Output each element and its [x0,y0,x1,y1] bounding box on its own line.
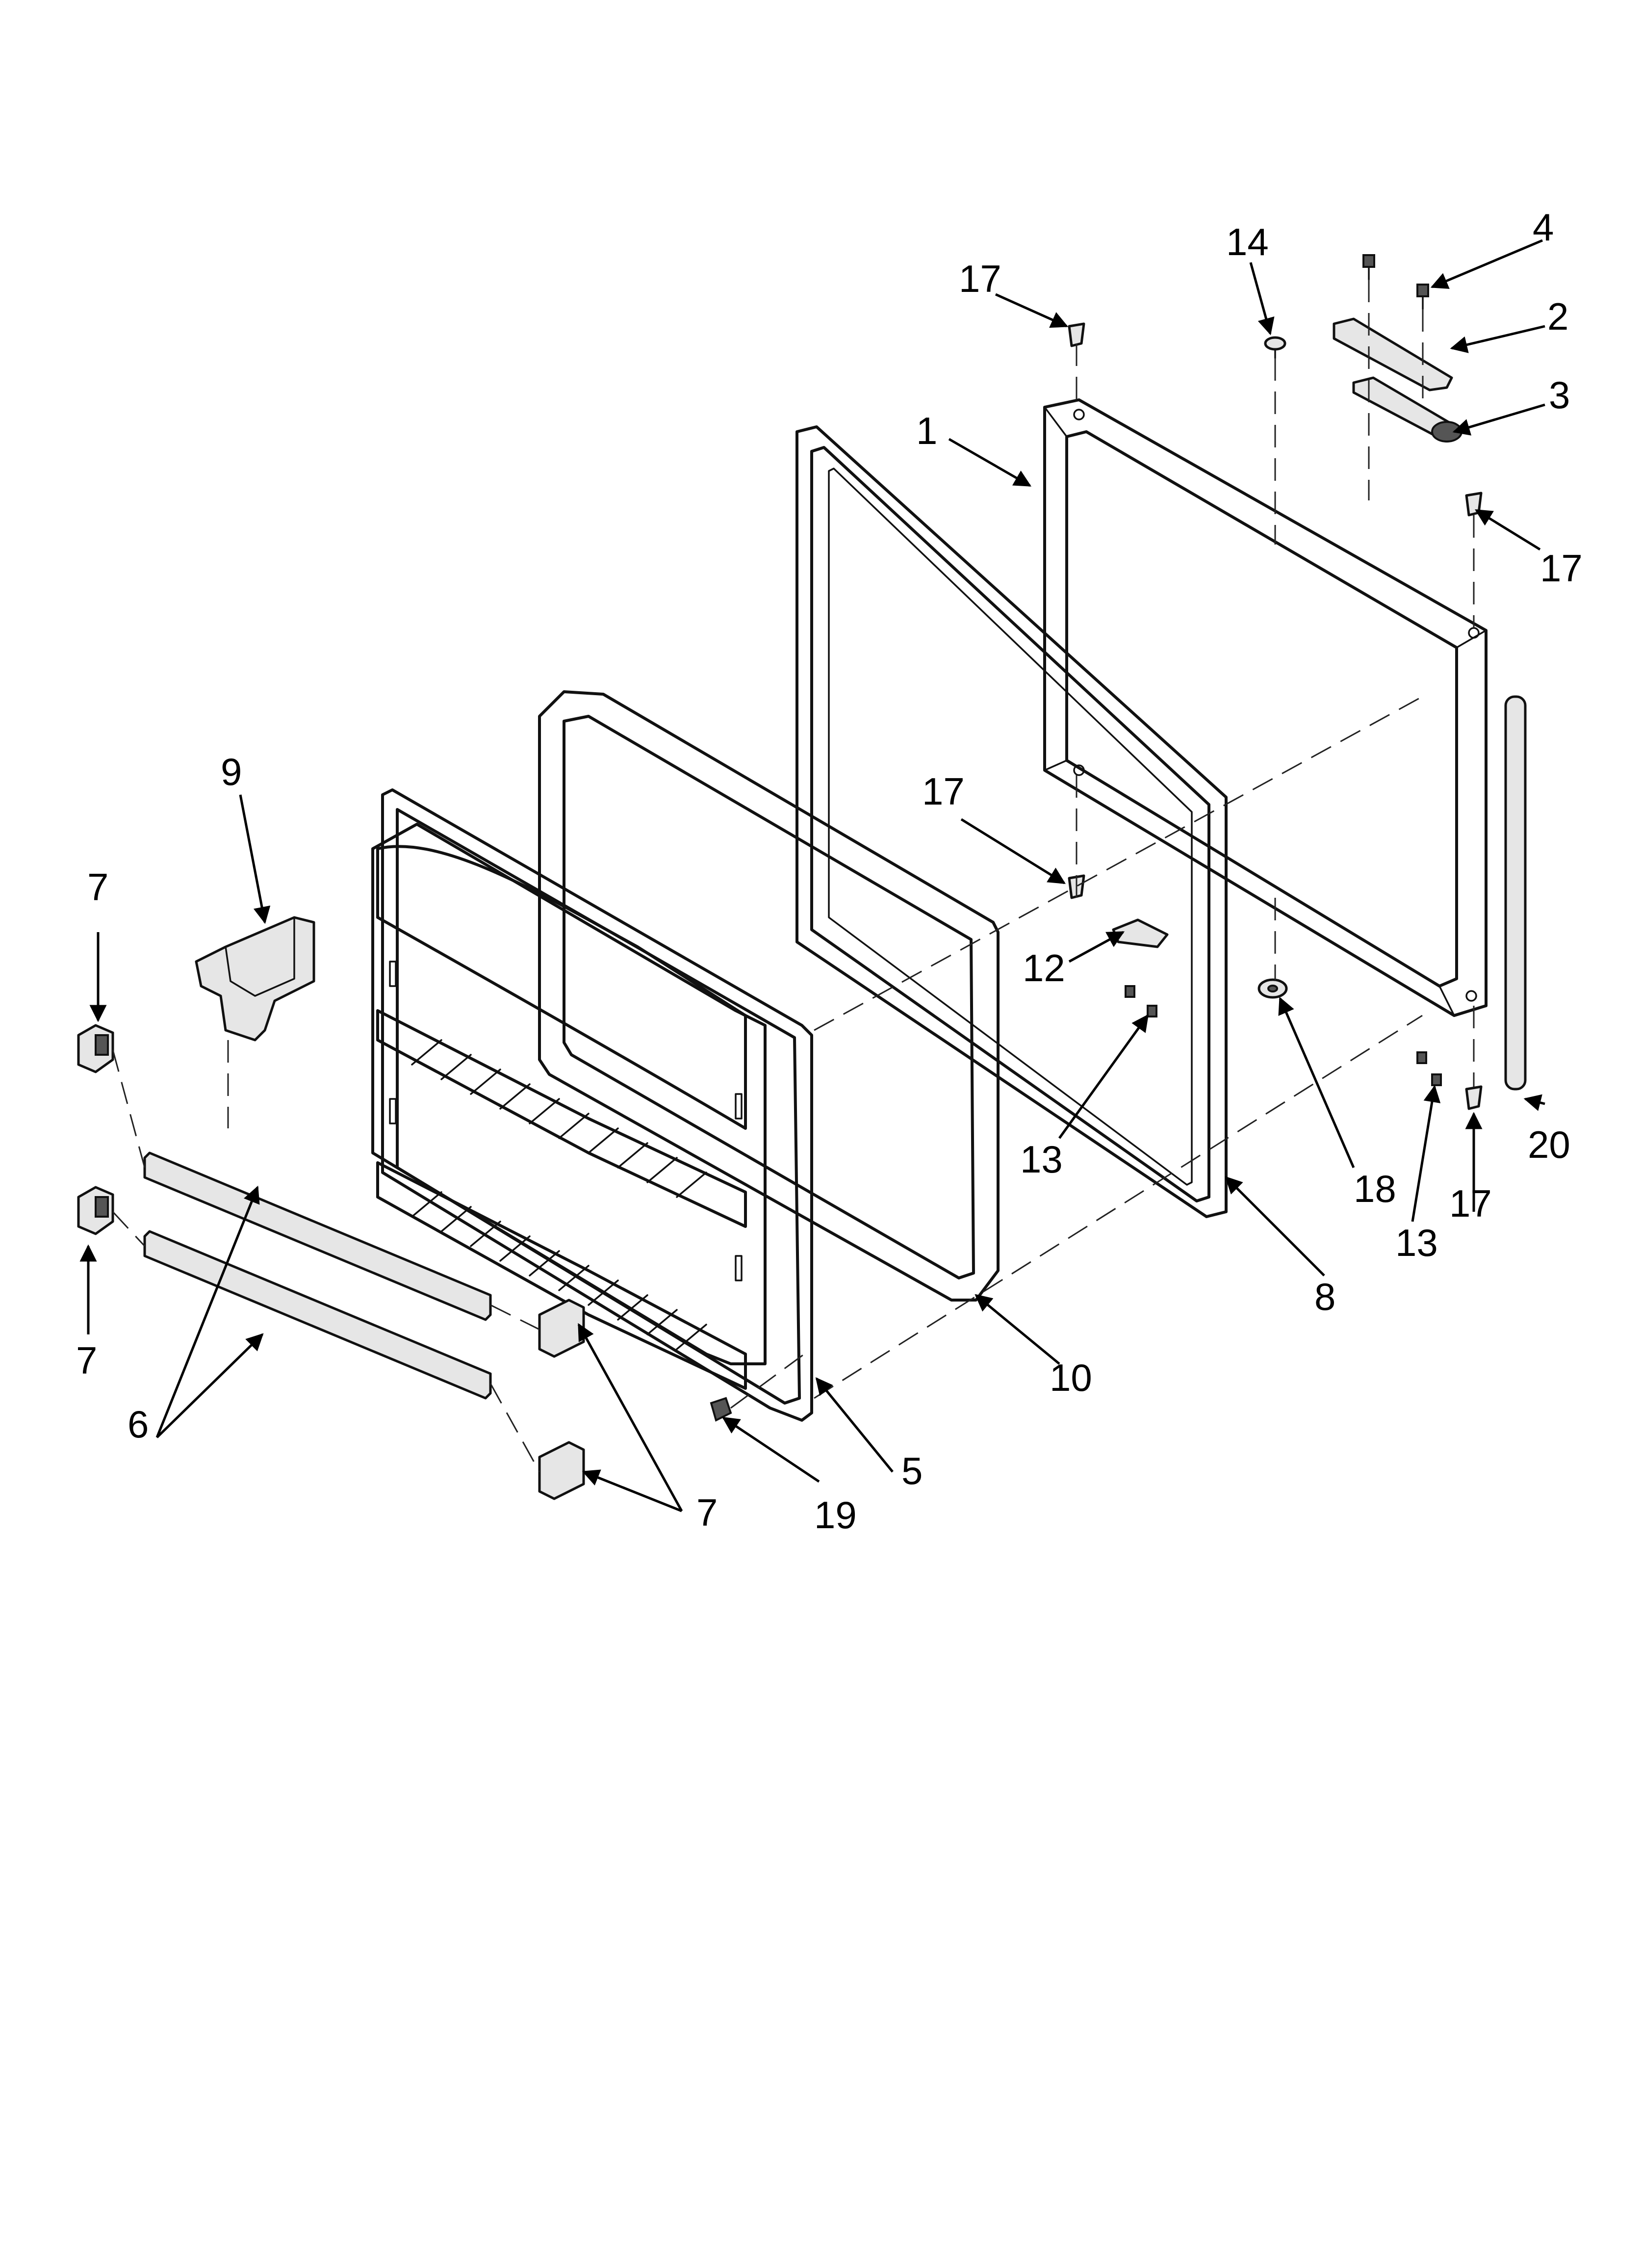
callout-6: 6 [128,1403,149,1446]
leader-lines [79,239,1545,1512]
end-cap-part-7-right-lower [538,1441,585,1500]
callout-7c: 7 [696,1491,718,1534]
fastener-part-14 [1264,336,1286,359]
fastener-part-17-top [1068,322,1085,347]
callout-17c: 17 [922,770,965,813]
callout-8: 8 [1314,1275,1335,1318]
callout-7a: 7 [87,865,108,909]
bin-part-9 [195,916,315,1042]
end-cap-part-7-right-upper [538,1299,585,1358]
trim-strip-part-6-upper [143,1151,492,1321]
callout-1: 1 [916,409,937,452]
door-frame-part-1 [1043,398,1488,1017]
rod-part-20 [1504,695,1527,1091]
callout-18: 18 [1354,1167,1396,1210]
screw-part-13-right [1416,1051,1442,1086]
callout-9: 9 [221,750,242,793]
screw-part-4 [1362,254,1429,310]
end-cap-part-7-bottom-left [77,1186,114,1235]
screw-part-13-mid [1125,985,1157,1017]
door-gasket-part-8 [795,425,1228,1218]
callout-13b: 13 [1395,1221,1438,1264]
callout-17d: 17 [1449,1182,1492,1225]
callout-20: 20 [1528,1123,1570,1166]
callout-7b: 7 [76,1339,97,1382]
trim-strip-part-6-lower [143,1230,492,1400]
callout-17a: 17 [959,257,1001,300]
callout-3: 3 [1549,373,1570,417]
assembly-guide-lines [112,280,1475,1472]
callout-12: 12 [1023,946,1065,990]
callout-10: 10 [1050,1356,1092,1399]
screw-part-19 [710,1397,732,1422]
callout-labels: 1 2 3 4 5 6 7 7 7 8 9 10 12 13 13 14 17 … [76,206,1583,1537]
callout-19: 19 [814,1493,857,1537]
door-frame-part-10 [538,690,1000,1302]
washer-part-18 [1257,978,1288,999]
door-assembly-part-5 [371,788,813,1422]
callout-17b: 17 [1540,547,1583,590]
fastener-part-17-bottom [1465,1085,1483,1110]
end-cap-part-7-top-left [77,1024,114,1073]
callout-13a: 13 [1020,1138,1063,1181]
hinge-plate-part-2 [1333,317,1453,391]
callout-5: 5 [901,1449,923,1492]
callout-14: 14 [1226,220,1269,263]
callout-2: 2 [1547,295,1568,338]
callout-4: 4 [1533,206,1554,249]
